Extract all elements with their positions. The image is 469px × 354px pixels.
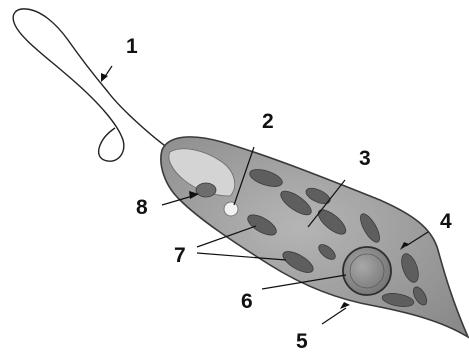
pointer-5 xyxy=(322,308,346,324)
flagellum xyxy=(13,9,168,161)
eyespot xyxy=(196,183,216,197)
label-8: 8 xyxy=(136,196,148,219)
contractile-vacuole xyxy=(224,202,238,216)
label-3: 3 xyxy=(359,147,371,170)
label-4: 4 xyxy=(440,210,452,233)
label-5: 5 xyxy=(296,330,308,353)
label-7: 7 xyxy=(174,244,186,267)
label-6: 6 xyxy=(241,290,253,313)
label-1: 1 xyxy=(126,35,138,58)
label-2: 2 xyxy=(262,110,274,133)
